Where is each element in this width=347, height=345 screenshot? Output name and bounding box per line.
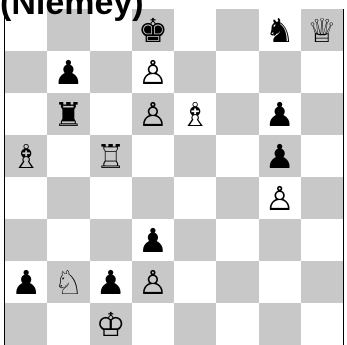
- square-f7[interactable]: [216, 51, 258, 93]
- square-c3[interactable]: [90, 219, 132, 261]
- white-pawn-icon[interactable]: ♙: [138, 266, 168, 299]
- square-e3[interactable]: [174, 219, 216, 261]
- square-f5[interactable]: [216, 135, 258, 177]
- black-pawn-icon[interactable]: ♟: [265, 98, 295, 131]
- square-b7[interactable]: ♟: [47, 51, 89, 93]
- square-b2[interactable]: ♘: [47, 261, 89, 303]
- square-c4[interactable]: [90, 177, 132, 219]
- square-e2[interactable]: [174, 261, 216, 303]
- square-a1[interactable]: [5, 303, 47, 345]
- white-rook-icon[interactable]: ♖: [96, 140, 126, 173]
- white-bishop-icon[interactable]: ♗: [11, 140, 41, 173]
- square-f4[interactable]: [216, 177, 258, 219]
- square-b5[interactable]: [47, 135, 89, 177]
- square-h6[interactable]: [301, 93, 343, 135]
- square-h4[interactable]: [301, 177, 343, 219]
- square-f6[interactable]: [216, 93, 258, 135]
- square-a4[interactable]: [5, 177, 47, 219]
- square-g4[interactable]: ♙: [259, 177, 301, 219]
- square-f2[interactable]: [216, 261, 258, 303]
- white-pawn-icon[interactable]: ♙: [138, 56, 168, 89]
- square-d6[interactable]: ♙: [132, 93, 174, 135]
- black-pawn-icon[interactable]: ♟: [96, 266, 126, 299]
- black-pawn-icon[interactable]: ♟: [138, 224, 168, 257]
- square-h3[interactable]: [301, 219, 343, 261]
- square-f3[interactable]: [216, 219, 258, 261]
- square-g2[interactable]: [259, 261, 301, 303]
- square-h1[interactable]: [301, 303, 343, 345]
- square-h5[interactable]: [301, 135, 343, 177]
- square-d1[interactable]: [132, 303, 174, 345]
- square-c5[interactable]: ♖: [90, 135, 132, 177]
- white-pawn-icon[interactable]: ♙: [138, 98, 168, 131]
- white-knight-icon[interactable]: ♘: [54, 266, 84, 299]
- square-a7[interactable]: [5, 51, 47, 93]
- white-pawn-icon[interactable]: ♙: [265, 182, 295, 215]
- square-g5[interactable]: ♟: [259, 135, 301, 177]
- puzzle-caption: (Niemey): [0, 0, 347, 23]
- square-e4[interactable]: [174, 177, 216, 219]
- white-bishop-icon[interactable]: ♗: [180, 98, 210, 131]
- square-b6[interactable]: ♜: [47, 93, 89, 135]
- square-e5[interactable]: [174, 135, 216, 177]
- black-rook-icon[interactable]: ♜: [54, 98, 84, 131]
- square-c2[interactable]: ♟: [90, 261, 132, 303]
- square-d5[interactable]: [132, 135, 174, 177]
- square-d4[interactable]: [132, 177, 174, 219]
- square-d2[interactable]: ♙: [132, 261, 174, 303]
- square-g7[interactable]: [259, 51, 301, 93]
- square-d3[interactable]: ♟: [132, 219, 174, 261]
- square-f1[interactable]: [216, 303, 258, 345]
- square-a2[interactable]: ♟: [5, 261, 47, 303]
- square-c7[interactable]: [90, 51, 132, 93]
- square-a5[interactable]: ♗: [5, 135, 47, 177]
- square-c6[interactable]: [90, 93, 132, 135]
- square-c1[interactable]: ♔: [90, 303, 132, 345]
- square-g1[interactable]: [259, 303, 301, 345]
- square-b3[interactable]: [47, 219, 89, 261]
- square-g3[interactable]: [259, 219, 301, 261]
- square-a6[interactable]: [5, 93, 47, 135]
- chess-board: ♚♞♕♟♙♜♙♗♟♗♖♟♙♟♟♘♟♙♔: [4, 9, 344, 345]
- black-pawn-icon[interactable]: ♟: [11, 266, 41, 299]
- square-b1[interactable]: [47, 303, 89, 345]
- black-pawn-icon[interactable]: ♟: [54, 56, 84, 89]
- square-g6[interactable]: ♟: [259, 93, 301, 135]
- square-e6[interactable]: ♗: [174, 93, 216, 135]
- square-h7[interactable]: [301, 51, 343, 93]
- square-e1[interactable]: [174, 303, 216, 345]
- black-pawn-icon[interactable]: ♟: [265, 140, 295, 173]
- square-a3[interactable]: [5, 219, 47, 261]
- white-king-icon[interactable]: ♔: [96, 308, 126, 341]
- square-d7[interactable]: ♙: [132, 51, 174, 93]
- square-b4[interactable]: [47, 177, 89, 219]
- square-h2[interactable]: [301, 261, 343, 303]
- square-e7[interactable]: [174, 51, 216, 93]
